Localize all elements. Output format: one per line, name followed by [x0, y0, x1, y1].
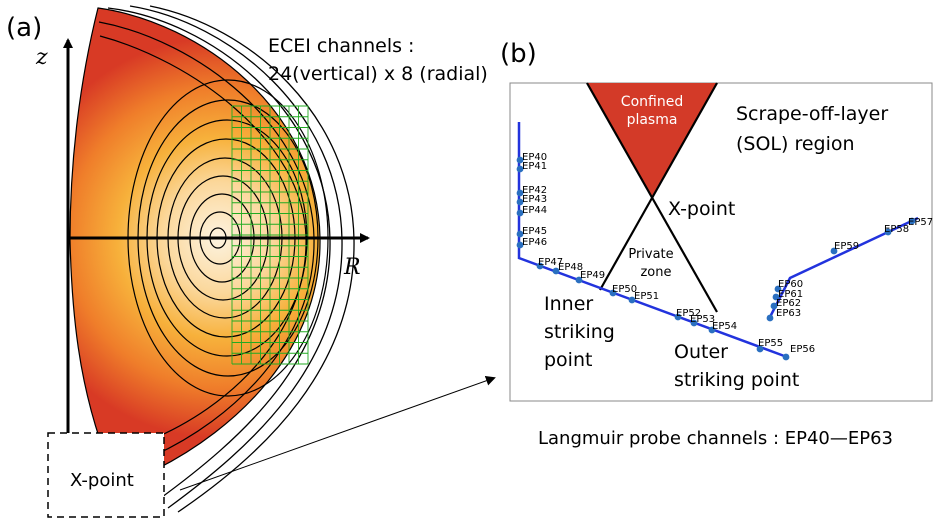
probe-dot-ep56 — [782, 353, 790, 361]
probe-label-ep50: EP50 — [612, 284, 637, 295]
inner-label-2: striking — [544, 321, 615, 343]
probe-dot-ep55 — [756, 345, 764, 353]
probe-label-ep49: EP49 — [580, 270, 605, 281]
probe-dot-ep60 — [774, 285, 782, 293]
probe-dot-ep49 — [575, 276, 583, 284]
probe-label-ep40: EP40 — [522, 152, 547, 163]
probe-caption: Langmuir probe channels : EP40—EP63 — [538, 428, 893, 449]
probe-label-ep41: EP41 — [522, 161, 547, 172]
probe-dot-ep45 — [516, 230, 524, 238]
sol-label-2: (SOL) region — [736, 133, 855, 155]
probe-dot-ep57 — [908, 217, 916, 225]
xpoint-label: X-point — [668, 198, 735, 220]
probe-dot-ep44 — [516, 209, 524, 217]
sol-label-1: Scrape-off-layer — [736, 103, 888, 125]
probe-label-ep45: EP45 — [522, 226, 547, 237]
probe-label-ep51: EP51 — [634, 291, 659, 302]
probe-label-ep57: EP57 — [908, 217, 933, 228]
panel-b-frame — [509, 82, 933, 402]
inner-label-1: Inner — [544, 293, 593, 315]
probe-label-ep48: EP48 — [558, 262, 583, 273]
r-axis-label: R — [343, 255, 361, 280]
probe-label-ep62: EP62 — [776, 298, 801, 309]
confined-label-2: plasma — [627, 112, 678, 128]
outer-label-1: Outer — [674, 341, 728, 363]
probe-label-ep56: EP56 — [790, 344, 815, 355]
outer-label-2: striking point — [674, 369, 799, 391]
private-label-1: Private — [628, 247, 673, 262]
z-axis-label: z — [35, 45, 48, 70]
inner-label-3: point — [544, 349, 592, 371]
probe-dot-ep41 — [516, 165, 524, 173]
private-label-2: zone — [640, 265, 671, 280]
probe-label-ep43: EP43 — [522, 194, 547, 205]
probe-label-ep47: EP47 — [538, 257, 563, 268]
panel-b: (b) Confined plasma Scrape-off-layer (SO… — [500, 39, 933, 449]
probe-dot-ep42 — [516, 189, 524, 197]
open-flux-lines — [107, 5, 355, 513]
probe-label-ep42: EP42 — [522, 185, 547, 196]
probe-dot-ep43 — [516, 198, 524, 206]
probe-dot-ep48 — [552, 267, 560, 275]
panel-b-label: (b) — [500, 39, 537, 69]
probe-dot-ep62 — [770, 302, 778, 310]
probe-label-ep55: EP55 — [758, 338, 783, 349]
probe-dot-ep54 — [708, 326, 716, 334]
probe-label-ep53: EP53 — [690, 314, 715, 325]
probe-label-ep52: EP52 — [676, 308, 701, 319]
probe-dot-ep52 — [674, 313, 682, 321]
confined-label-1: Confined — [621, 94, 683, 110]
probe-dot-ep50 — [609, 289, 617, 297]
panel-a: (a) z R ECEI channe — [6, 5, 496, 518]
ecei-detail: 24(vertical) x 8 (radial) — [268, 63, 488, 85]
probe-label-ep58: EP58 — [884, 224, 909, 235]
probe-dot-ep59 — [830, 247, 838, 255]
probe-label-ep60: EP60 — [778, 279, 803, 290]
probe-dot-ep46 — [516, 241, 524, 249]
ecei-title: ECEI channels : — [268, 35, 414, 57]
panel-a-label: (a) — [6, 13, 42, 43]
probe-dot-ep58 — [884, 228, 892, 236]
probe-dot-ep40 — [516, 156, 524, 164]
zoom-arrow — [179, 375, 496, 491]
separatrix-x — [586, 82, 718, 313]
probe-dot-ep47 — [536, 262, 544, 270]
probe-label-ep59: EP59 — [834, 241, 859, 252]
probe-label-ep54: EP54 — [712, 321, 737, 332]
probe-dot-ep51 — [628, 296, 636, 304]
probe-label-ep46: EP46 — [522, 237, 547, 248]
probe-dot-ep53 — [690, 319, 698, 327]
xpoint-box-label: X-point — [70, 470, 134, 491]
confined-plasma-triangle — [587, 83, 717, 196]
probe-label-ep44: EP44 — [522, 205, 547, 216]
ecei-channel-grid — [231, 105, 309, 365]
probe-label-ep63: EP63 — [776, 308, 801, 319]
probe-dot-ep61 — [772, 293, 780, 301]
langmuir-probes: EP40EP41EP42EP43EP44EP45EP46EP47EP48EP49… — [516, 152, 933, 361]
probe-label-ep61: EP61 — [778, 289, 803, 300]
xpoint-dashed-box — [47, 432, 165, 518]
probe-dot-ep63 — [766, 314, 774, 322]
